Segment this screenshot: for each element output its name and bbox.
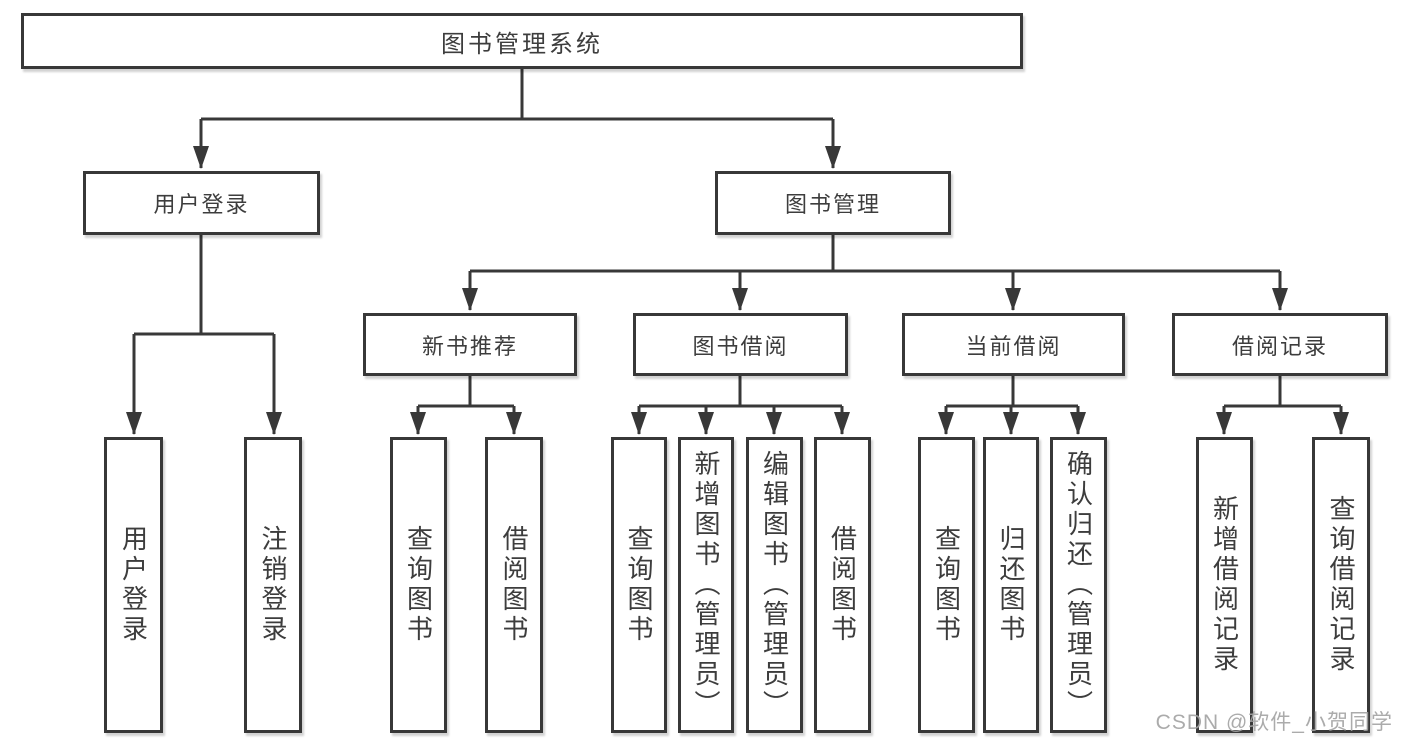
- leaf-cb-return-books: 归还图书: [983, 437, 1039, 733]
- leaf-cb-query-books: 查询图书: [918, 437, 975, 733]
- node-root: 图书管理系统: [21, 13, 1023, 69]
- leaf-bb-add-books-admin: 新增图书（管理员）: [678, 437, 734, 733]
- node-book-borrowing: 图书借阅: [633, 313, 848, 376]
- connector-root-trunk: [201, 69, 833, 121]
- leaf-bb-edit-books-admin: 编辑图书（管理员）: [746, 437, 803, 733]
- node-book-management: 图书管理: [715, 171, 951, 235]
- leaf-bb-borrow-books: 借阅图书: [814, 437, 871, 733]
- leaf-logout: 注销登录: [244, 437, 302, 733]
- node-new-book-recommend: 新书推荐: [363, 313, 577, 376]
- connector-current-borrowing-trunk: [946, 376, 1078, 408]
- node-borrow-records: 借阅记录: [1172, 313, 1388, 376]
- connector-borrow-records-trunk: [1224, 376, 1341, 408]
- node-current-borrowing: 当前借阅: [902, 313, 1125, 376]
- leaf-br-add-record: 新增借阅记录: [1196, 437, 1253, 733]
- leaf-user-login: 用户登录: [104, 437, 163, 733]
- connector-new-book-recommend-trunk: [418, 376, 514, 408]
- leaf-nb-borrow-books: 借阅图书: [485, 437, 543, 733]
- connector-user-login-trunk: [134, 235, 274, 336]
- node-user-login: 用户登录: [83, 171, 320, 235]
- leaf-nb-query-books: 查询图书: [390, 437, 447, 733]
- connector-book-borrowing-trunk: [639, 376, 842, 408]
- csdn-watermark: CSDN @软件_小贺同学: [1155, 711, 1393, 734]
- leaf-bb-query-books: 查询图书: [611, 437, 667, 733]
- leaf-br-query-record: 查询借阅记录: [1312, 437, 1370, 733]
- connector-book-management-trunk: [470, 235, 1280, 273]
- leaf-cb-confirm-return-admin: 确认归还（管理员）: [1050, 437, 1107, 733]
